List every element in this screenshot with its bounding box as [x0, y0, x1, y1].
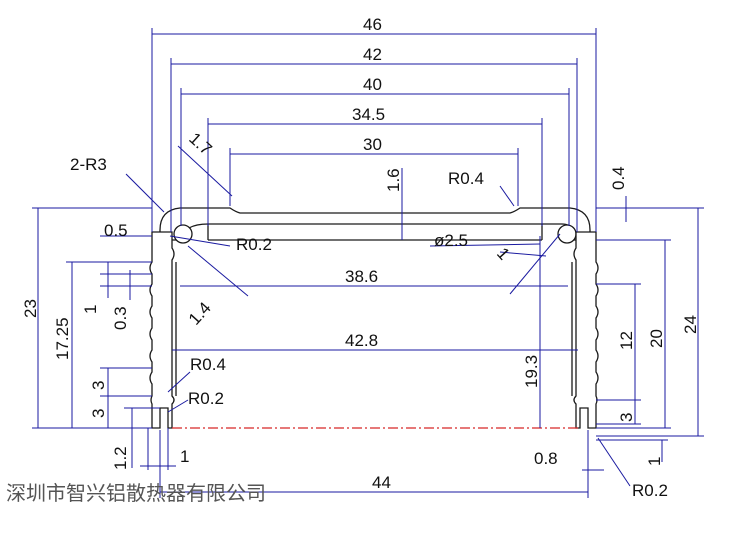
width-34-5-label: 34.5 — [352, 105, 385, 124]
width-30-label: 30 — [363, 135, 382, 154]
radius-r0-2-corner-label: R0.2 — [632, 481, 668, 500]
radius-r0-4-top-label: R0.4 — [448, 169, 484, 188]
height-19-3-label: 19.3 — [522, 355, 541, 388]
radius-2-r3-label: 2-R3 — [70, 155, 107, 174]
width-40-label: 40 — [363, 75, 382, 94]
enclosure-profile — [149, 207, 599, 429]
slope-1-4-label: 1.4 — [185, 298, 215, 328]
pitch-3-left-a-label: 3 — [89, 381, 108, 390]
foot-1-label: 1 — [180, 447, 189, 466]
rib-0-3-label: 0.3 — [111, 306, 130, 330]
slope-1-7-label: 1.7 — [185, 129, 215, 159]
width-42-label: 42 — [363, 45, 382, 64]
width-38-6-label: 38.6 — [345, 267, 378, 286]
radius-r0-2-bottom-label: R0.2 — [188, 389, 224, 408]
thickness-1-6-label: 1.6 — [384, 168, 403, 192]
slope-1-right-label: 1 — [493, 244, 513, 264]
rib-1-label: 1 — [81, 305, 100, 314]
width-46-label: 46 — [363, 15, 382, 34]
height-12-label: 12 — [617, 331, 636, 350]
radius-r0-2-top-label: R0.2 — [236, 235, 272, 254]
foot-0-8-label: 0.8 — [534, 449, 558, 468]
height-17-25-label: 17.25 — [53, 317, 72, 360]
offset-0-4-label: 0.4 — [609, 166, 628, 190]
radius-r0-4-bottom-label: R0.4 — [190, 355, 226, 374]
pitch-3-left-b-label: 3 — [89, 409, 108, 418]
company-name: 深圳市智兴铝散热器有限公司 — [6, 481, 266, 505]
thickness-0-5-label: 0.5 — [104, 221, 128, 240]
offset-1-right-label: 1 — [645, 457, 664, 466]
width-42-8-label: 42.8 — [345, 331, 378, 350]
diameter-2-5-label: ø2.5 — [434, 231, 468, 250]
width-44-label: 44 — [372, 473, 391, 492]
height-23-label: 23 — [21, 299, 40, 318]
height-24-label: 24 — [681, 315, 700, 334]
dimension-lines — [32, 28, 704, 498]
pitch-3-right-label: 3 — [617, 413, 636, 422]
height-20-label: 20 — [647, 329, 666, 348]
foot-1-2-label: 1.2 — [111, 446, 130, 470]
